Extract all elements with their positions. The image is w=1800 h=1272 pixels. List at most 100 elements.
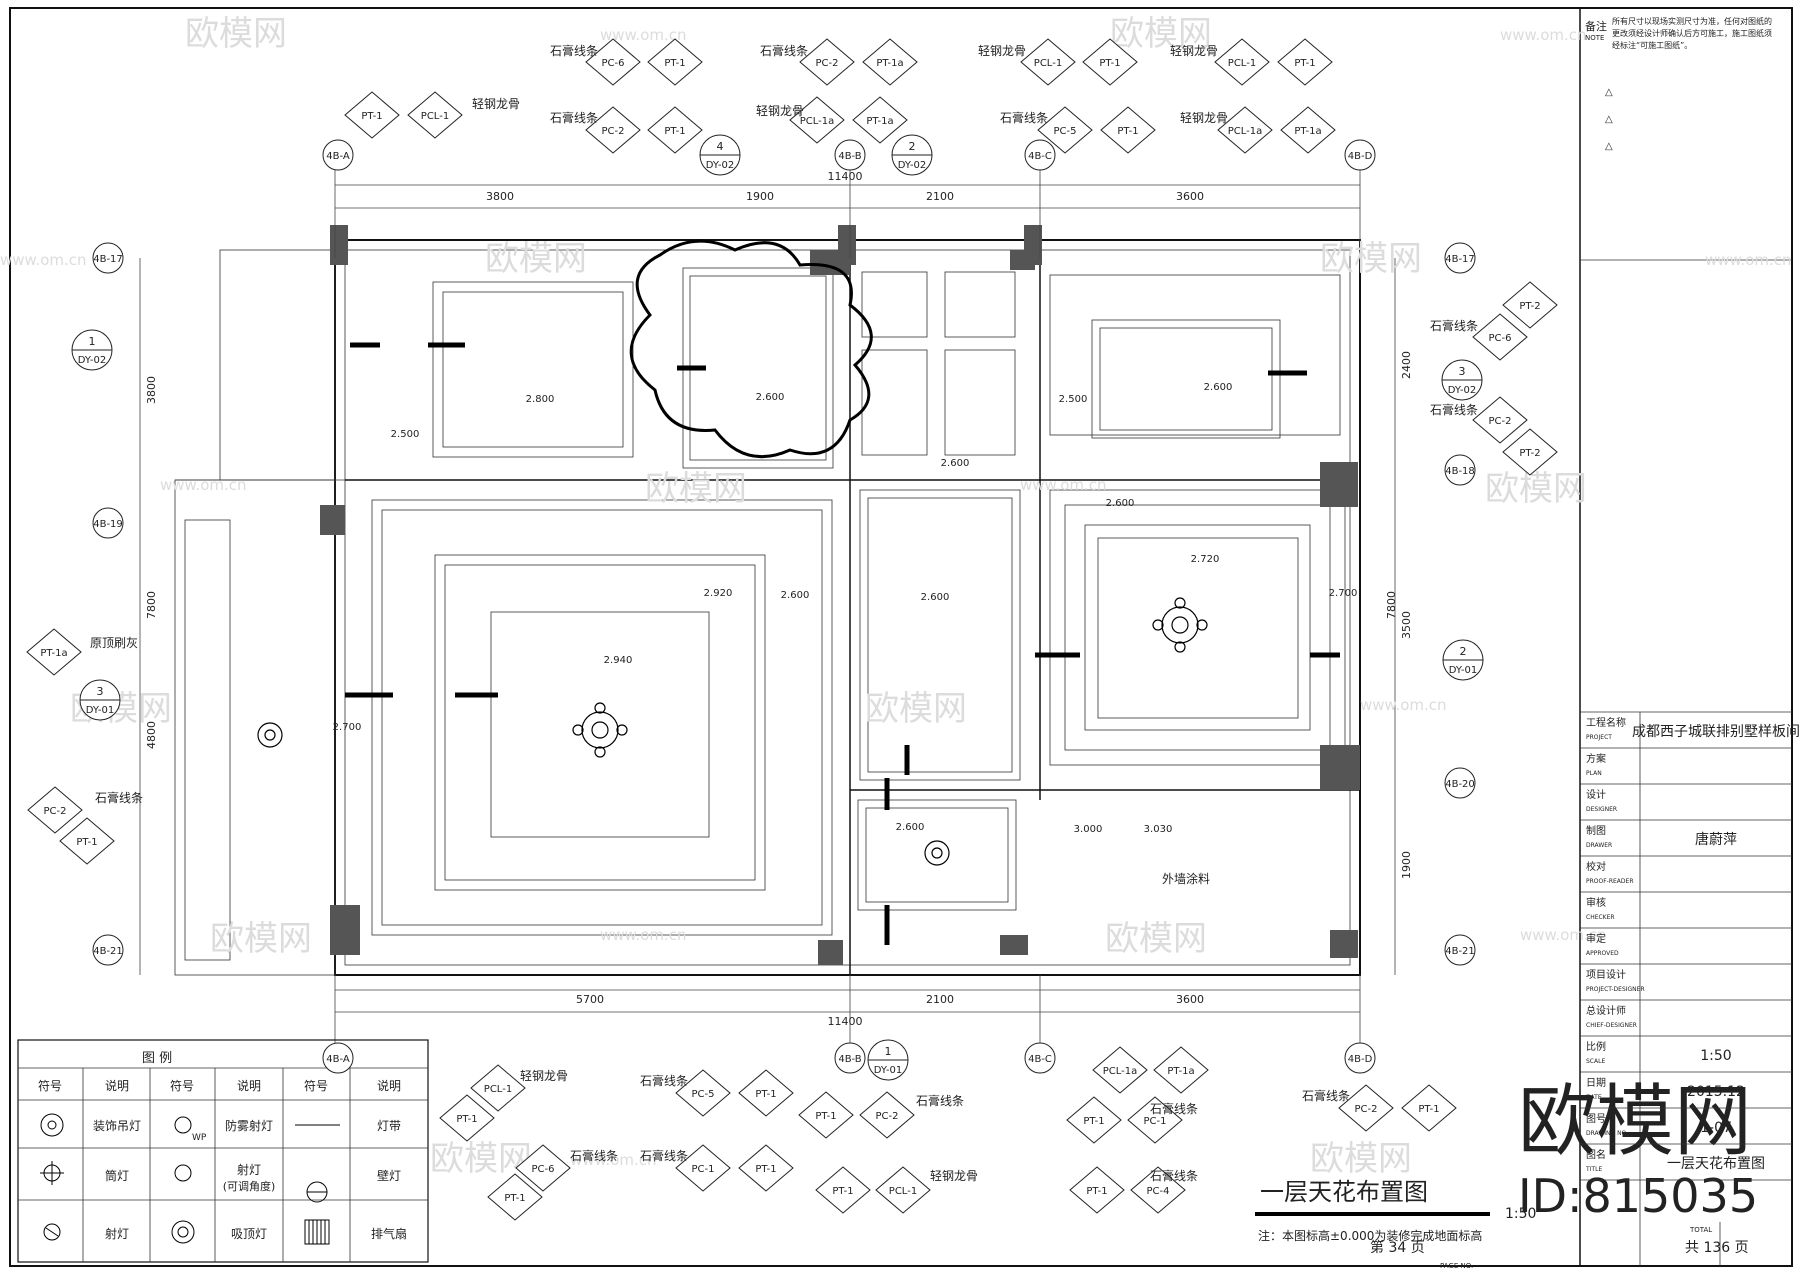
structural-columns [320,225,1360,965]
section-number: 1 [89,335,96,348]
title-note-label-en: NOTE [1585,34,1604,42]
dim-top: 2100 [926,190,954,203]
material-tag-frame [344,91,400,139]
drawing-title: 一层天花布置图 [1260,1178,1428,1206]
watermark-brand: 欧模网 [1485,469,1587,509]
axis-bottom: 4B-B [838,1054,861,1065]
title-row-label-en: PROOF-READER [1586,878,1634,885]
legend-header: 说明 [105,1078,129,1093]
axis-top: 4B-A [326,151,350,162]
gypsum-line-label: 石膏线条 [1000,110,1048,125]
section-ref: DY-01 [1449,665,1477,676]
watermark-url: www.om.cn [1705,251,1792,269]
original-top-label: 原顶刷灰 [90,636,138,650]
material-tag-frame [862,38,918,86]
material-tag-frame [1130,1166,1186,1214]
revision-cloud [629,239,873,459]
dim-right: 3500 [1400,611,1413,639]
gypsum-line-label: 石膏线条 [550,43,598,58]
axis-left: 4B-19 [93,519,123,530]
material-tag: PC-1 [692,1164,715,1175]
legend-header: 符号 [304,1078,328,1093]
material-tag: PT-1 [755,1089,776,1100]
material-tag: PC-5 [1054,126,1077,137]
legend-header: 说明 [377,1078,401,1093]
pendant-light-icon [924,840,950,866]
dim-left: 3800 [145,376,158,404]
axis-bottom-circle [1024,1042,1056,1074]
watermark-brand: 欧模网 [1320,239,1422,279]
revision-mark: △ [1605,87,1613,98]
axis-bottom-circle [1344,1042,1376,1074]
legend-title: 图 例 [142,1051,172,1066]
material-tag: PT-1 [76,837,97,848]
material-tag: PT-1 [456,1114,477,1125]
material-tag: PT-1 [664,58,685,69]
title-note-label: 备注 [1585,19,1607,33]
ceiling-height: 2.600 [941,458,970,469]
section-ref: DY-02 [1448,385,1476,396]
material-tag: PC-6 [602,58,625,69]
watermark-url: www.om.cn [600,926,687,944]
ceiling-height: 2.600 [1106,498,1135,509]
drawing-scale: 1:50 [1505,1206,1536,1222]
material-tag-frame [799,38,855,86]
material-tag-frame [675,1144,731,1192]
spotlight-icon [43,1223,61,1241]
gypsum-line-label: 石膏线条 [640,1073,688,1088]
pendant-light-icon [1152,597,1208,653]
material-tag-frame [26,628,82,676]
section-number: 1 [885,1045,892,1058]
exterior-paint-label: 外墙涂料 [1162,871,1210,886]
material-tag: PT-1 [1294,58,1315,69]
title-row-label-en: CHIEF-DESIGNER [1586,1022,1637,1029]
title-row-label-en: PROJECT [1586,734,1612,741]
material-tag: PT-1a [1167,1066,1194,1077]
material-tag: PC-2 [1355,1104,1378,1115]
gypsum-line-label: 石膏线条 [1430,402,1478,417]
legend-table [17,1039,429,1263]
watermark-brand: 欧模网 [1105,919,1207,959]
material-tag-frame [1214,38,1270,86]
gypsum-line-label: 石膏线条 [1150,1168,1198,1183]
title-row-label: 校对 [1586,860,1606,873]
dim-bottom: 5700 [576,993,604,1006]
ceiling-height: 3.030 [1144,824,1173,835]
title-row-label-en: APPROVED [1586,950,1619,957]
material-tag-frame [852,96,908,144]
material-tag: PCL-1a [800,116,835,127]
revision-mark: △ [1605,114,1613,125]
adjustable-spotlight-icon [174,1164,192,1182]
material-tag-frame [1502,428,1558,476]
material-tag: PC-2 [876,1111,899,1122]
axis-top: 4B-B [838,151,861,162]
watermark-url: www.om.cn [0,251,87,269]
dim-bottom: 3600 [1176,993,1204,1006]
material-tag-frame [439,1094,495,1142]
title-block-grid [1580,711,1792,1266]
material-tag-frame [27,786,83,834]
material-tag: PCL-1 [484,1084,512,1095]
axis-bottom: 4B-C [1028,1054,1052,1065]
ceiling-height: 2.800 [526,394,555,405]
axis-top-circle [322,139,354,171]
material-tag-frame [875,1166,931,1214]
material-tag: PC-4 [1147,1186,1170,1197]
axis-bottom: 4B-A [326,1054,350,1065]
watermark-id: ID:815035 [1518,1169,1758,1223]
steel-keel-label: 轻钢龙骨 [756,104,804,118]
sheet-frame [9,7,1793,1267]
material-tag-frame [647,38,703,86]
legend-description: 吸顶灯 [231,1227,267,1241]
title-row-label-en: DRAWING NO. [1586,1130,1628,1137]
axis-bottom-circle [322,1042,354,1074]
watermark-brand: 欧模网 [865,689,967,729]
axis-right: 4B-18 [1445,466,1475,477]
title-row-label-en: CHECKER [1586,914,1615,921]
wp-label: WP [192,1133,207,1143]
revision-mark: △ [1605,141,1613,152]
material-tag-frame [585,38,641,86]
material-tag: PT-1 [815,1111,836,1122]
pendant-light-icon [572,702,628,758]
dim-right: 1900 [1400,851,1413,879]
